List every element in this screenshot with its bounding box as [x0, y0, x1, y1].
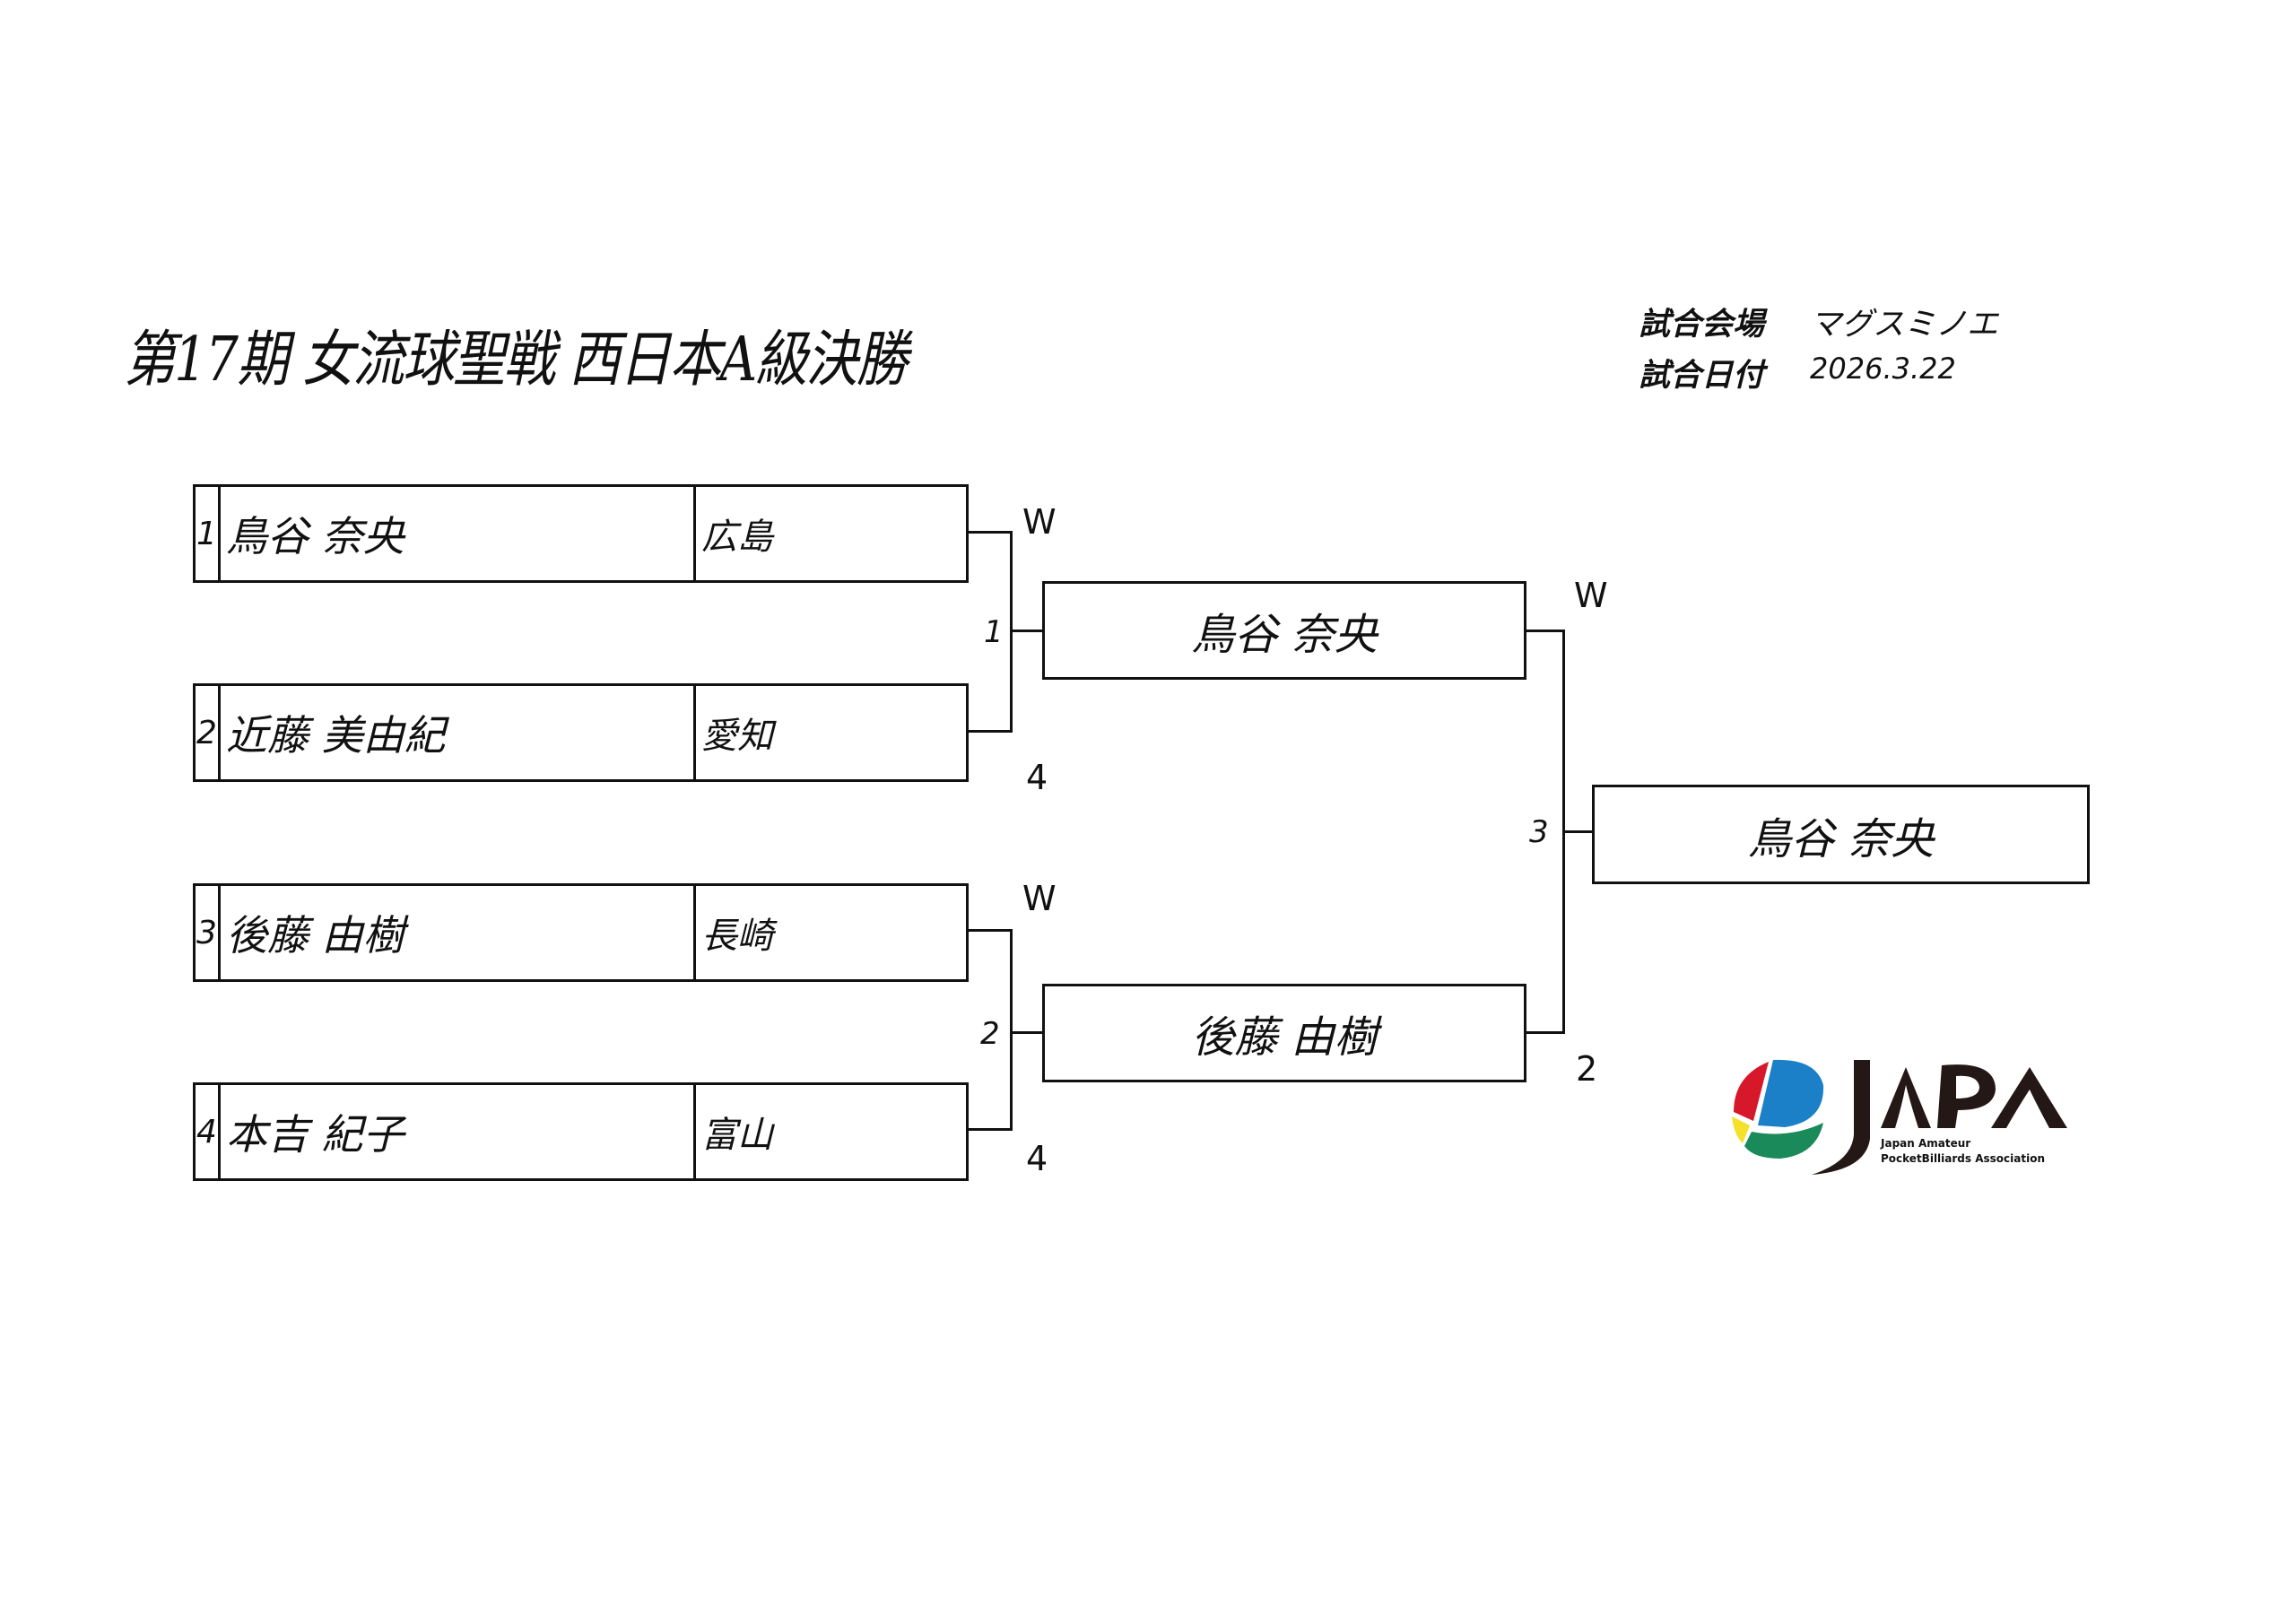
match-3-number: 3	[1529, 814, 1549, 850]
entry-box: 1 鳥谷 奈央 広島	[193, 484, 969, 583]
entry-prefecture: 富山	[701, 1115, 773, 1156]
entry-name: 鳥谷 奈央	[221, 487, 696, 580]
entry-box: 3 後藤 由樹 長崎	[193, 883, 969, 982]
entry-box: 2 近藤 美由紀 愛知	[193, 683, 969, 782]
match-1-bottom-score: 4	[1026, 758, 1048, 797]
bracket-line	[1010, 630, 1043, 632]
date-value: 2026.3.22	[1810, 352, 1956, 386]
entry-name: 後藤 由樹	[221, 886, 696, 979]
date-label: 試合日付	[1639, 358, 1765, 394]
entry-seed: 3	[196, 886, 221, 979]
entry-box: 4 本吉 紀子 富山	[193, 1082, 969, 1181]
japa-emblem-icon	[1732, 1059, 2067, 1175]
bracket-line	[969, 531, 1013, 534]
entry-seed: 4	[196, 1085, 221, 1178]
match-1-number: 1	[984, 614, 1004, 650]
bracket-line	[969, 929, 1013, 932]
match-2-winner-box: 後藤 由樹	[1042, 984, 1526, 1082]
entry-prefecture: 愛知	[701, 716, 773, 757]
champion-box: 鳥谷 奈央	[1592, 785, 2090, 884]
entry-prefecture: 広島	[701, 517, 773, 558]
entry-seed: 2	[196, 686, 221, 779]
page-title: 第17期 女流球聖戦 西日本A級決勝	[124, 325, 909, 395]
bracket-line	[1562, 830, 1593, 833]
match-1-winner-box: 鳥谷 奈央	[1042, 581, 1526, 680]
entry-seed: 1	[196, 487, 221, 580]
match-3-bottom-score: 2	[1576, 1049, 1598, 1089]
entry-name: 本吉 紀子	[221, 1085, 696, 1178]
bracket-line	[1525, 630, 1565, 632]
match-1-top-score: W	[1022, 502, 1057, 542]
entry-prefecture: 長崎	[701, 916, 773, 957]
venue-label: 試合会場	[1639, 307, 1765, 343]
match-3-top-score: W	[1574, 576, 1608, 615]
entry-name: 近藤 美由紀	[221, 686, 696, 779]
match-2-top-score: W	[1022, 879, 1057, 918]
logo-line-1: Japan Amateur	[1881, 1137, 1971, 1150]
bracket-line	[969, 1128, 1013, 1131]
venue-value: マグスミノエ	[1810, 307, 1999, 343]
logo-line-2: PocketBilliards Association	[1881, 1152, 2045, 1165]
bracket-line	[969, 730, 1013, 733]
bracket-line	[1010, 1031, 1043, 1034]
bracket-line	[1525, 1031, 1565, 1034]
bracket-line	[1010, 929, 1013, 1131]
match-2-number: 2	[980, 1016, 1000, 1052]
match-2-bottom-score: 4	[1026, 1139, 1048, 1178]
japa-logo: Japan Amateur PocketBilliards Associatio…	[1726, 1049, 2094, 1184]
